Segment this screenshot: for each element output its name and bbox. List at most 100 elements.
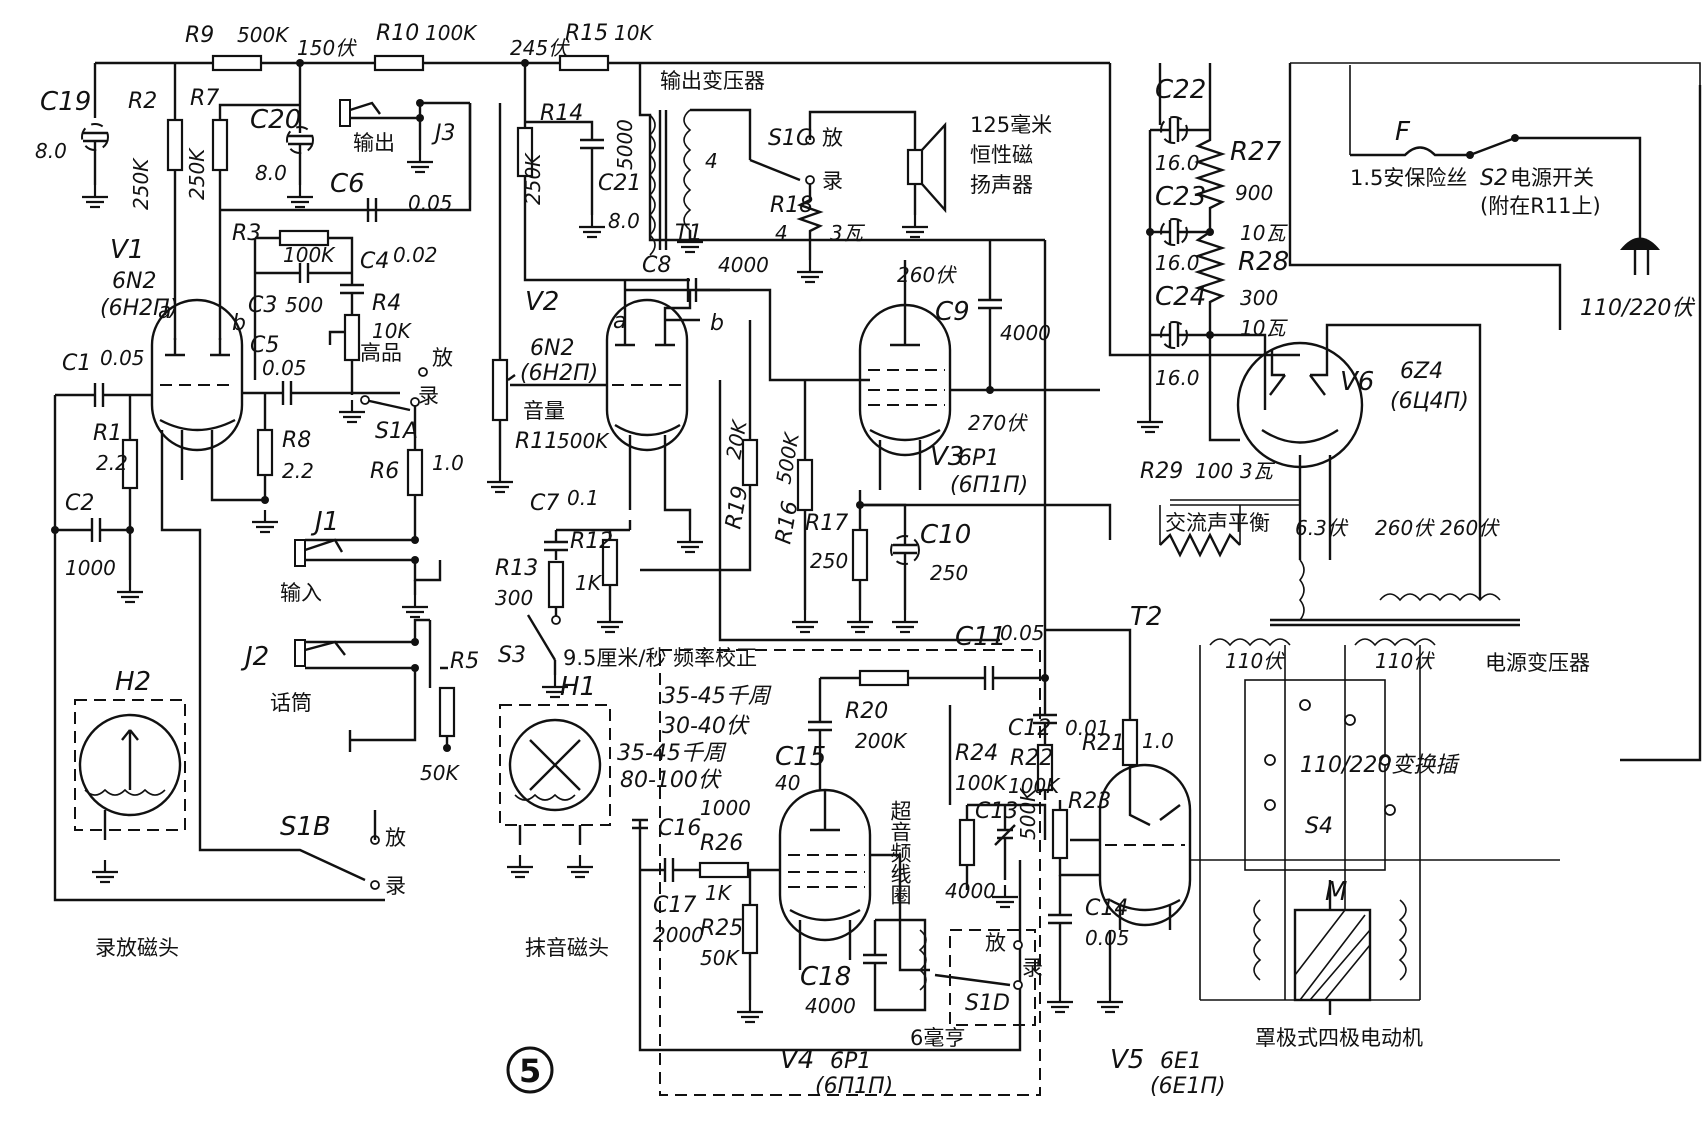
r27-power: 10瓦 <box>1240 221 1288 245</box>
r9-resistor: R9 500K <box>185 23 290 72</box>
t2-label: 电源变压器 <box>1485 651 1590 675</box>
motor: M 罩极式四极电动机 <box>1253 877 1423 1050</box>
osc-voltage: 30-40伏 <box>662 714 750 739</box>
r1-resistor: R1 2.2 <box>93 395 145 604</box>
r12-resistor: R12 1K <box>570 529 625 634</box>
motor-label: 罩极式四极电动机 <box>1255 1026 1423 1050</box>
r5-name: R5 <box>450 649 479 674</box>
speaker-size: 125毫米 <box>970 113 1052 137</box>
c13-value: 4000 <box>945 879 996 903</box>
r29-power: 3瓦 <box>1240 459 1276 483</box>
c20-capacitor: C20 8.0 <box>250 105 315 209</box>
v2-type: 6N2 <box>530 336 574 361</box>
v1-tube: V1 6N2 (6H2П) a b <box>100 235 246 480</box>
c23-name: C23 <box>1155 182 1206 212</box>
c5-name: C5 <box>250 333 279 358</box>
r13-name: R13 <box>495 556 538 581</box>
r4-value: 10K <box>372 319 412 343</box>
r14-value: 250K <box>521 152 545 205</box>
c21-name: C21 <box>598 171 641 196</box>
j1-input-jack[interactable]: J1 输入 <box>280 507 442 619</box>
t1-output-transformer: 输出变压器 5000 4 T1 <box>613 69 765 256</box>
r26-name: R26 <box>700 831 743 856</box>
r15-value: 10K <box>614 21 654 45</box>
fuse-label: 1.5安保险丝 <box>1350 166 1467 190</box>
r2-value: 250K <box>129 157 153 210</box>
t2-primary2-voltage: 110伏 <box>1375 649 1435 673</box>
c20-value: 8.0 <box>255 161 287 185</box>
s1a-switch[interactable]: 录 S1A <box>360 384 439 444</box>
c16-name: C16 <box>658 816 701 841</box>
c11-value: 0.05 <box>1000 621 1045 645</box>
t1-name: T1 <box>675 221 702 246</box>
c16-value: 1000 <box>700 796 751 820</box>
v5-tube: V5 6E1 (6E1П) <box>1070 763 1226 1099</box>
r29-resistor: R29 100 3瓦 <box>1140 459 1276 558</box>
c4-name: C4 <box>360 249 389 274</box>
c15-value: 40 <box>775 771 800 795</box>
r24-value: 100K <box>955 771 1008 795</box>
c2-capacitor: C2 1000 <box>51 491 134 580</box>
c22-value: 16.0 <box>1155 151 1200 175</box>
c15-name: C15 <box>775 742 826 772</box>
c1-name: C1 <box>62 351 91 376</box>
c3-value: 500 <box>285 293 323 317</box>
c24-capacitor: C24 16.0 <box>1150 282 1210 390</box>
s4-voltage-selector[interactable]: 110/220变换插 S4 <box>1199 645 1460 1000</box>
r22-resistor: R22 100K <box>1008 743 1061 800</box>
s1a-rec-label: 录 <box>418 384 439 408</box>
r22-name: R22 <box>1010 746 1053 771</box>
j3-label: 输出 <box>353 131 395 155</box>
s1c-rec-label: 录 <box>822 169 843 193</box>
c7-name: C7 <box>530 491 559 516</box>
r24-name: R24 <box>955 741 998 766</box>
r11-volume-pot[interactable]: 音量 R11 500K <box>485 103 610 494</box>
t2-power-transformer: T2 交流声平衡 6.3伏 260伏 260伏 110伏 110伏 电源变压器 <box>1130 499 1590 675</box>
v4-alt: (6П1П) <box>815 1074 893 1099</box>
r5-resistor: R5 50K <box>420 620 479 785</box>
j2-label: 话筒 <box>270 691 312 715</box>
j2-name: J2 <box>240 642 269 672</box>
c17-capacitor: C17 2000 <box>638 860 1022 1052</box>
r10-value: 100K <box>425 21 478 45</box>
r10-resistor: R10 100K <box>373 21 478 72</box>
v2-pin-a: a <box>613 309 626 334</box>
c4-value: 0.02 <box>393 243 438 267</box>
c24-name: C24 <box>1155 282 1206 312</box>
h2-label: 录放磁头 <box>95 936 179 960</box>
c19-capacitor: C19 8.0 <box>35 87 110 209</box>
r7-name: R7 <box>190 86 219 111</box>
r23-name: R23 <box>1068 789 1111 814</box>
c21-value: 8.0 <box>608 209 640 233</box>
j2-mic-jack[interactable]: J2 话筒 <box>240 618 430 752</box>
r18-name: R18 <box>770 193 813 218</box>
s1b-rec-label: 录 <box>385 874 406 898</box>
r12-name: R12 <box>570 529 613 554</box>
power-input[interactable]: F 1.5安保险丝 S2 电源开关 (附在R11上) 110/220伏 <box>1288 62 1701 330</box>
s1b-switch[interactable]: S1B 放 录 <box>198 810 406 898</box>
c5-value: 0.05 <box>262 356 307 380</box>
r13-value: 300 <box>495 586 533 610</box>
s1d-switch[interactable]: 放 录 S1D <box>934 929 1043 1026</box>
r29-label: 交流声平衡 <box>1165 511 1270 535</box>
s1c-name: S1C <box>768 126 812 151</box>
c15-capacitor: C15 40 <box>775 678 832 795</box>
c6-value: 0.05 <box>408 191 453 215</box>
c14-capacitor: C14 0.05 <box>1045 875 1130 1014</box>
r4-potentiometer[interactable]: R4 10K 高品 <box>328 291 412 424</box>
r9-value: 500K <box>237 23 290 47</box>
c16-capacitor: C16 1000 <box>632 796 751 870</box>
c9-capacitor: C9 4000 <box>935 240 1051 394</box>
c11-name: C11 <box>955 622 1006 652</box>
r23-resistor: R23 500K <box>1016 787 1111 877</box>
fuse-name: F <box>1395 117 1411 147</box>
c10-value: 250 <box>930 561 968 585</box>
v3-tube: V3 6P1 (6П1П) <box>858 260 1028 498</box>
s1c-switch[interactable]: S1C 放 录 <box>749 110 917 193</box>
v6-type: 6Z4 <box>1400 359 1443 384</box>
s1a-play-label: 放 <box>432 346 453 370</box>
h1-label: 抹音磁头 <box>525 936 609 960</box>
r27-name: R27 <box>1230 137 1282 167</box>
v4-type: 6P1 <box>830 1049 871 1074</box>
